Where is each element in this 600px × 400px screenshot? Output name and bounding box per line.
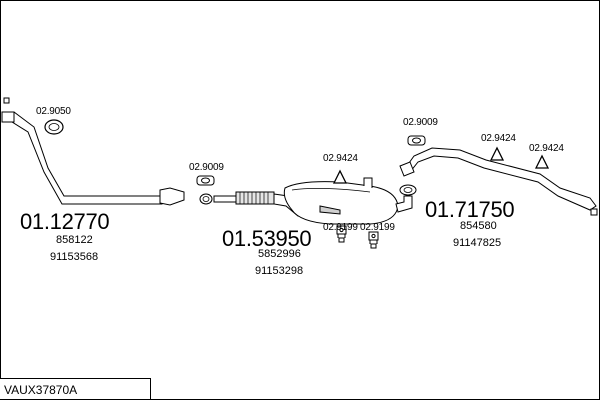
oe-number-middle-silencer-1: 5852996 bbox=[258, 248, 301, 260]
ring-front-icon bbox=[44, 119, 64, 135]
part-number-rear-pipe: 01.71750 bbox=[425, 197, 515, 222]
oe-number-front-pipe-2: 91153568 bbox=[50, 251, 99, 263]
fitting-label-hanger-mid: 02.9424 bbox=[323, 153, 358, 164]
part-number-middle-silencer: 01.53950 bbox=[222, 226, 312, 251]
fitting-label-hanger-rear-2: 02.9424 bbox=[529, 143, 564, 154]
rear-pipe bbox=[399, 147, 598, 216]
oe-number-middle-silencer-2: 91153298 bbox=[255, 265, 304, 277]
rubber-2-icon bbox=[368, 231, 379, 249]
rear-pipe-body bbox=[403, 147, 597, 211]
fitting-label-gasket-rear: 02.9009 bbox=[403, 117, 438, 128]
front-pipe bbox=[1, 97, 185, 206]
silencer-inlet-pipe bbox=[213, 195, 237, 203]
silencer-box bbox=[283, 181, 399, 225]
part-number-front-pipe: 01.12770 bbox=[20, 209, 110, 234]
fitting-label-hanger-rear-1: 02.9424 bbox=[481, 133, 516, 144]
rubber-1-icon bbox=[336, 225, 347, 243]
oe-number-front-pipe-1: 858122 bbox=[56, 234, 93, 246]
middle-silencer bbox=[213, 177, 413, 225]
hanger-mid-icon bbox=[332, 169, 348, 184]
ring-front-inner bbox=[48, 123, 60, 131]
oe-number-rear-pipe-1: 854580 bbox=[460, 220, 497, 232]
gasket-rear-icon bbox=[407, 135, 426, 146]
silencer-seam bbox=[291, 188, 371, 193]
rear-pipe-flange bbox=[399, 161, 415, 177]
clamp-ring-icon bbox=[199, 193, 213, 205]
reference-code: VAUX37870A bbox=[4, 383, 78, 397]
hanger-rear-1-icon bbox=[489, 146, 505, 161]
silencer-outlet bbox=[395, 195, 413, 213]
fitting-label-rubber-1: 02.9199 bbox=[323, 222, 358, 233]
reference-box: VAUX37870A bbox=[0, 378, 151, 399]
hanger-rear-2-icon bbox=[534, 154, 550, 169]
rear-pipe-end-cap bbox=[590, 208, 598, 216]
rear-ring-icon bbox=[399, 184, 417, 196]
silencer-heat-shield bbox=[319, 205, 341, 215]
gasket-mid-icon bbox=[196, 175, 215, 186]
fitting-label-gasket-mid: 02.9009 bbox=[189, 162, 224, 173]
front-pipe-joint bbox=[159, 187, 185, 206]
oe-number-rear-pipe-2: 91147825 bbox=[453, 237, 502, 249]
front-pipe-flange bbox=[1, 111, 15, 123]
fitting-label-rubber-2: 02.9199 bbox=[360, 222, 395, 233]
front-pipe-end-cap bbox=[3, 97, 10, 104]
fitting-label-ring-front: 02.9050 bbox=[36, 106, 71, 117]
silencer-hanger-bracket bbox=[363, 177, 373, 188]
flex-ribs bbox=[239, 192, 269, 204]
front-pipe-body bbox=[5, 111, 177, 205]
